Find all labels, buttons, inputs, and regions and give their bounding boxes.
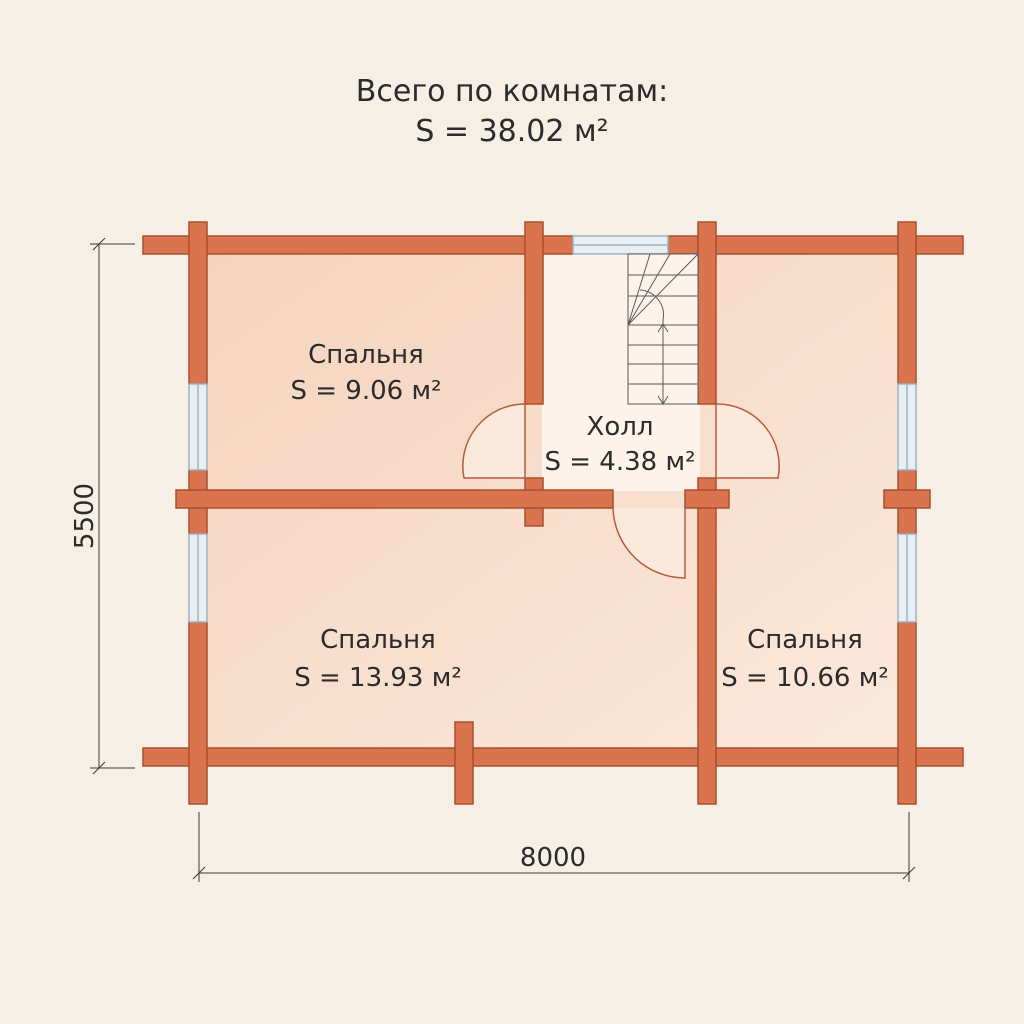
room-bedroom3-area: S = 10.66 м² xyxy=(721,663,889,693)
height-dimension-label: 5500 xyxy=(70,483,100,549)
wall-right-interior xyxy=(697,477,717,805)
windows xyxy=(188,235,917,623)
room-hall-area: S = 4.38 м² xyxy=(544,447,695,477)
door-bedroom2 xyxy=(612,507,686,579)
room-bedroom2-name: Спальня xyxy=(320,625,436,655)
door-bedroom1 xyxy=(462,403,526,479)
wall-bedroom1-hall xyxy=(524,221,544,405)
wall-right-lower xyxy=(897,621,917,805)
wall-middle-right-stub xyxy=(684,489,730,509)
wall-right-cross xyxy=(883,489,931,509)
wall-bottom-post xyxy=(454,721,474,805)
wall-right-upper xyxy=(897,221,917,385)
wall-stair-right xyxy=(697,221,717,405)
room-bedroom1-name: Спальня xyxy=(308,340,424,370)
door-bedroom3 xyxy=(715,403,780,479)
room-labels: Спальня S = 9.06 м² Холл S = 4.38 м² Спа… xyxy=(290,340,888,693)
width-dimension-label: 8000 xyxy=(520,843,586,873)
walls xyxy=(142,221,964,805)
staircase xyxy=(627,253,699,405)
room-hall-name: Холл xyxy=(587,412,654,442)
room-bedroom1-area: S = 9.06 м² xyxy=(290,376,441,406)
total-area: S = 38.02 м² xyxy=(415,114,609,149)
total-title: Всего по комнатам: xyxy=(355,74,669,109)
wall-left-upper xyxy=(188,221,208,385)
room-bedroom3-name: Спальня xyxy=(747,625,863,655)
room-bedroom2-area: S = 13.93 м² xyxy=(294,663,462,693)
doors xyxy=(462,403,780,579)
wall-middle-horizontal xyxy=(175,489,614,509)
dimension-lines xyxy=(90,237,916,882)
wall-left-lower xyxy=(188,621,208,805)
wall-bottom xyxy=(142,747,964,767)
